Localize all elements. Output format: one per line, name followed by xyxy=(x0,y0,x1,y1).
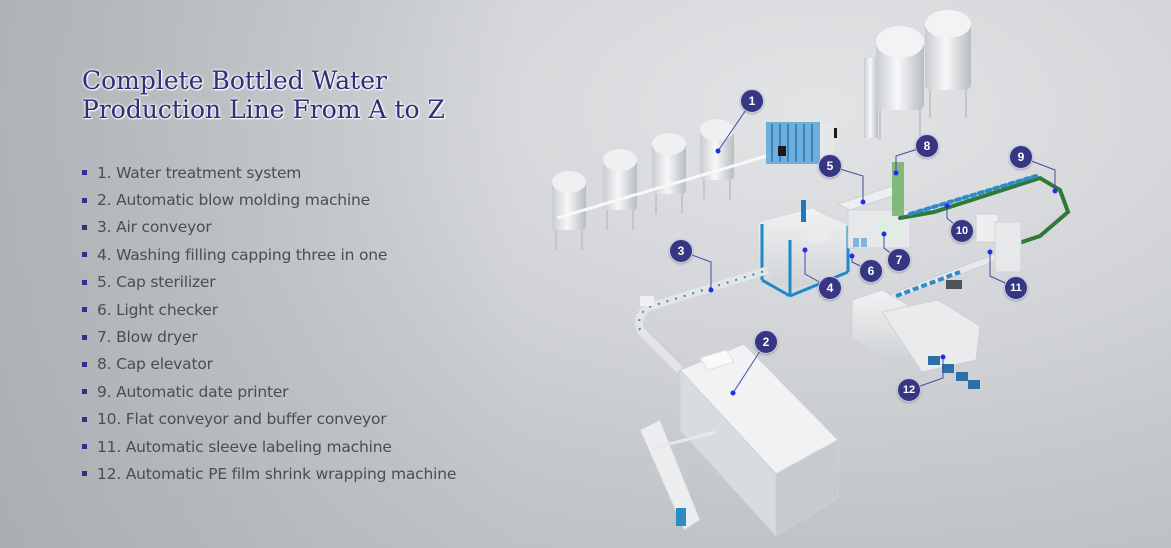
cap-sterilizer-and-dryer xyxy=(836,162,911,249)
sleeve-labeling-machine xyxy=(878,213,1022,303)
square-bullet-icon xyxy=(82,170,87,176)
list-item-label: 1. Water treatment system xyxy=(97,163,302,182)
marker-1[interactable]: 1 xyxy=(740,89,764,113)
marker-label: 2 xyxy=(762,335,770,349)
marker-11[interactable]: 11 xyxy=(1004,276,1028,300)
list-item: 1. Water treatment system xyxy=(82,159,456,186)
list-item-label: 2. Automatic blow molding machine xyxy=(97,191,370,210)
air-conveyor xyxy=(635,266,770,373)
list-item-label: 4. Washing filling capping three in one xyxy=(97,245,388,264)
marker-9[interactable]: 9 xyxy=(1009,145,1033,169)
page-title: Complete Bottled Water Production Line F… xyxy=(82,66,445,124)
title-line-1: Complete Bottled Water xyxy=(82,66,387,95)
list-item-label: 12. Automatic PE film shrink wrapping ma… xyxy=(97,464,457,483)
square-bullet-icon xyxy=(82,307,87,313)
square-bullet-icon xyxy=(82,416,87,422)
square-bullet-icon xyxy=(82,361,87,367)
square-bullet-icon xyxy=(82,197,87,203)
marker-label: 4 xyxy=(826,281,834,295)
marker-label: 10 xyxy=(955,225,969,237)
square-bullet-icon xyxy=(82,252,87,258)
list-item: 4. Washing filling capping three in one xyxy=(82,241,456,268)
background-shade xyxy=(0,0,520,548)
marker-label: 7 xyxy=(895,253,903,267)
leader-dots xyxy=(708,148,1058,396)
square-bullet-icon xyxy=(82,444,87,450)
square-bullet-icon xyxy=(82,389,87,395)
marker-3[interactable]: 3 xyxy=(669,239,693,263)
marker-7[interactable]: 7 xyxy=(887,248,911,272)
list-item: 6. Light checker xyxy=(82,296,456,323)
list-item-label: 11. Automatic sleeve labeling machine xyxy=(97,437,392,456)
list-item: 2. Automatic blow molding machine xyxy=(82,186,456,213)
list-item-label: 8. Cap elevator xyxy=(97,355,213,374)
water-tanks xyxy=(552,119,781,250)
marker-label: 6 xyxy=(867,264,875,278)
marker-12[interactable]: 12 xyxy=(897,378,921,402)
list-item-label: 3. Air conveyor xyxy=(97,218,212,237)
marker-8[interactable]: 8 xyxy=(915,134,939,158)
list-item: 10. Flat conveyor and buffer conveyor xyxy=(82,406,456,433)
list-item: 11. Automatic sleeve labeling machine xyxy=(82,433,456,460)
list-item-label: 5. Cap sterilizer xyxy=(97,273,216,292)
marker-label: 5 xyxy=(826,159,834,173)
marker-label: 8 xyxy=(923,139,931,153)
list-item: 9. Automatic date printer xyxy=(82,378,456,405)
storage-silos xyxy=(864,10,971,140)
marker-5[interactable]: 5 xyxy=(818,154,842,178)
blow-molding-machine xyxy=(639,343,839,538)
marker-4[interactable]: 4 xyxy=(818,276,842,300)
square-bullet-icon xyxy=(82,224,87,230)
marker-10[interactable]: 10 xyxy=(950,219,974,243)
list-item: 5. Cap sterilizer xyxy=(82,269,456,296)
list-item-label: 7. Blow dryer xyxy=(97,328,198,347)
reverse-osmosis-unit xyxy=(766,122,837,164)
list-item-label: 10. Flat conveyor and buffer conveyor xyxy=(97,410,387,429)
marker-label: 3 xyxy=(677,244,685,258)
marker-2[interactable]: 2 xyxy=(754,330,778,354)
marker-label: 12 xyxy=(902,384,916,396)
marker-label: 11 xyxy=(1010,282,1022,294)
marker-label: 1 xyxy=(748,94,756,108)
list-item: 7. Blow dryer xyxy=(82,323,456,350)
list-item: 12. Automatic PE film shrink wrapping ma… xyxy=(82,460,456,487)
equipment-list: 1. Water treatment system 2. Automatic b… xyxy=(82,159,456,488)
list-item-label: 6. Light checker xyxy=(97,300,218,319)
square-bullet-icon xyxy=(82,334,87,340)
title-line-2: Production Line From A to Z xyxy=(82,95,445,124)
marker-6[interactable]: 6 xyxy=(859,259,883,283)
flat-buffer-conveyor xyxy=(898,174,1071,248)
shrink-wrapping-machine xyxy=(851,289,981,389)
list-item-label: 9. Automatic date printer xyxy=(97,382,289,401)
marker-label: 9 xyxy=(1017,150,1025,164)
square-bullet-icon xyxy=(82,279,87,285)
square-bullet-icon xyxy=(82,471,87,477)
list-item: 8. Cap elevator xyxy=(82,351,456,378)
list-item: 3. Air conveyor xyxy=(82,214,456,241)
